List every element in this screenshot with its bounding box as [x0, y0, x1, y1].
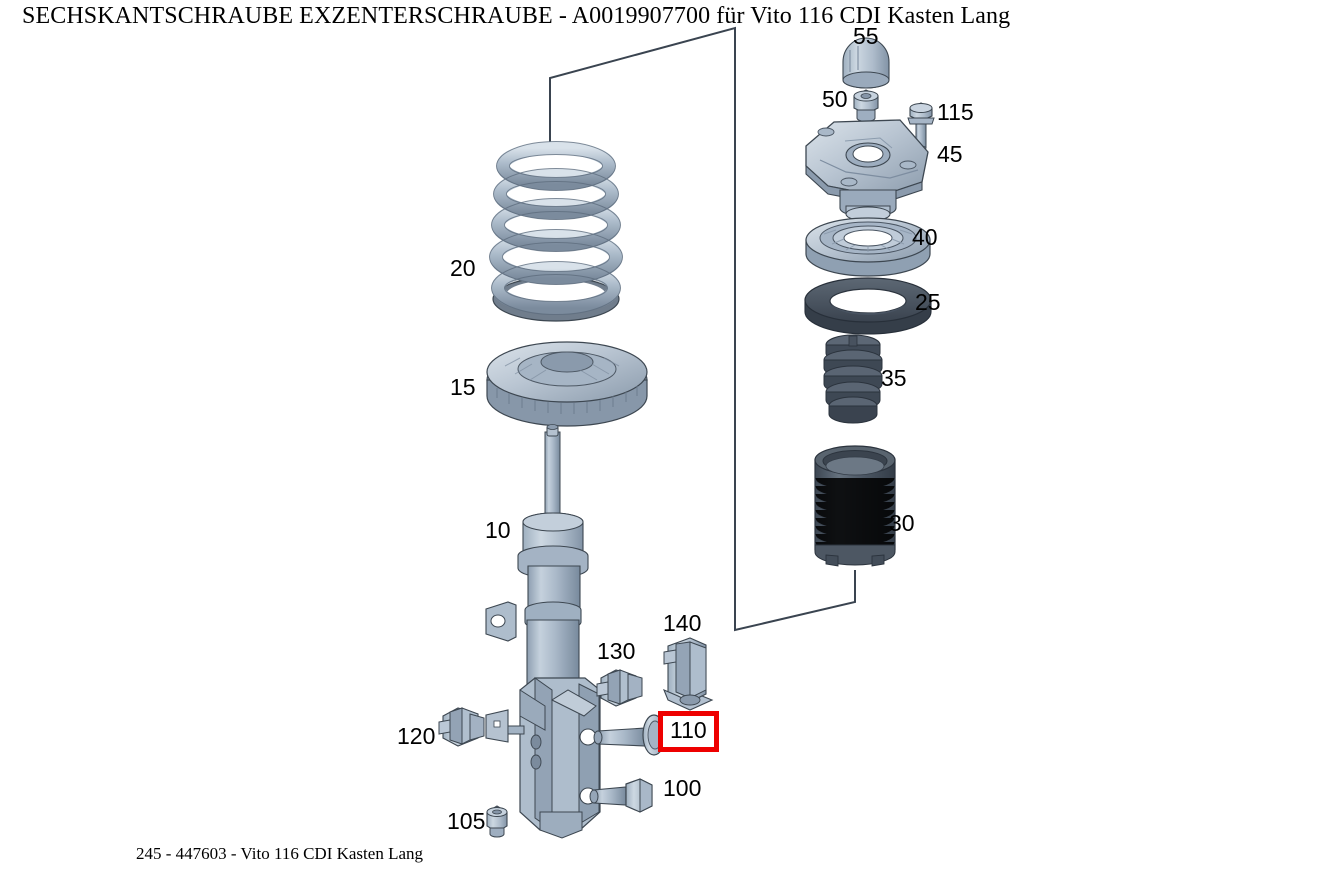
diagram-footer: 245 - 447603 - Vito 116 CDI Kasten Lang [136, 844, 423, 863]
part-clip-bracket-large [662, 637, 714, 711]
part-dust-boot [814, 445, 896, 567]
part-hex-nut-lower [486, 805, 508, 838]
callout-130: 130 [597, 638, 636, 664]
callout-50: 50 [822, 86, 848, 112]
part-eccentric-bolt [593, 714, 666, 756]
part-bump-stop [823, 334, 883, 424]
page-title: SECHSKANTSCHRAUBE EXZENTERSCHRAUBE - A00… [22, 3, 1011, 29]
assembly-bracket-leader [549, 26, 856, 632]
callout-30: 30 [889, 510, 915, 536]
callout-100: 100 [663, 775, 702, 801]
part-hex-bolt [589, 778, 653, 813]
callout-20: 20 [450, 255, 476, 281]
callout-25: 25 [915, 289, 941, 315]
callout-105: 105 [447, 808, 486, 834]
part-clip-bracket-left [438, 707, 485, 747]
callout-110[interactable]: 110 [658, 711, 719, 752]
callout-115: 115 [937, 99, 974, 125]
part-coil-spring [489, 141, 623, 322]
callout-10: 10 [485, 517, 511, 543]
part-thrust-bearing [804, 277, 932, 335]
part-protective-cap [842, 37, 890, 89]
part-spring-seat-upper [805, 217, 931, 277]
part-spring-seat-ribbed [486, 341, 648, 427]
callout-120: 120 [397, 723, 436, 749]
part-strut-mount [805, 119, 929, 222]
callout-55: 55 [853, 23, 879, 49]
callout-15: 15 [450, 374, 476, 400]
callout-40: 40 [912, 224, 938, 250]
part-flange-bolt [907, 102, 935, 151]
part-clip-bracket-small [596, 669, 643, 707]
part-hex-nut [853, 89, 879, 122]
callout-140: 140 [663, 610, 702, 636]
part-shock-absorber-strut [485, 424, 601, 839]
callout-45: 45 [937, 141, 963, 167]
callout-35: 35 [881, 365, 907, 391]
